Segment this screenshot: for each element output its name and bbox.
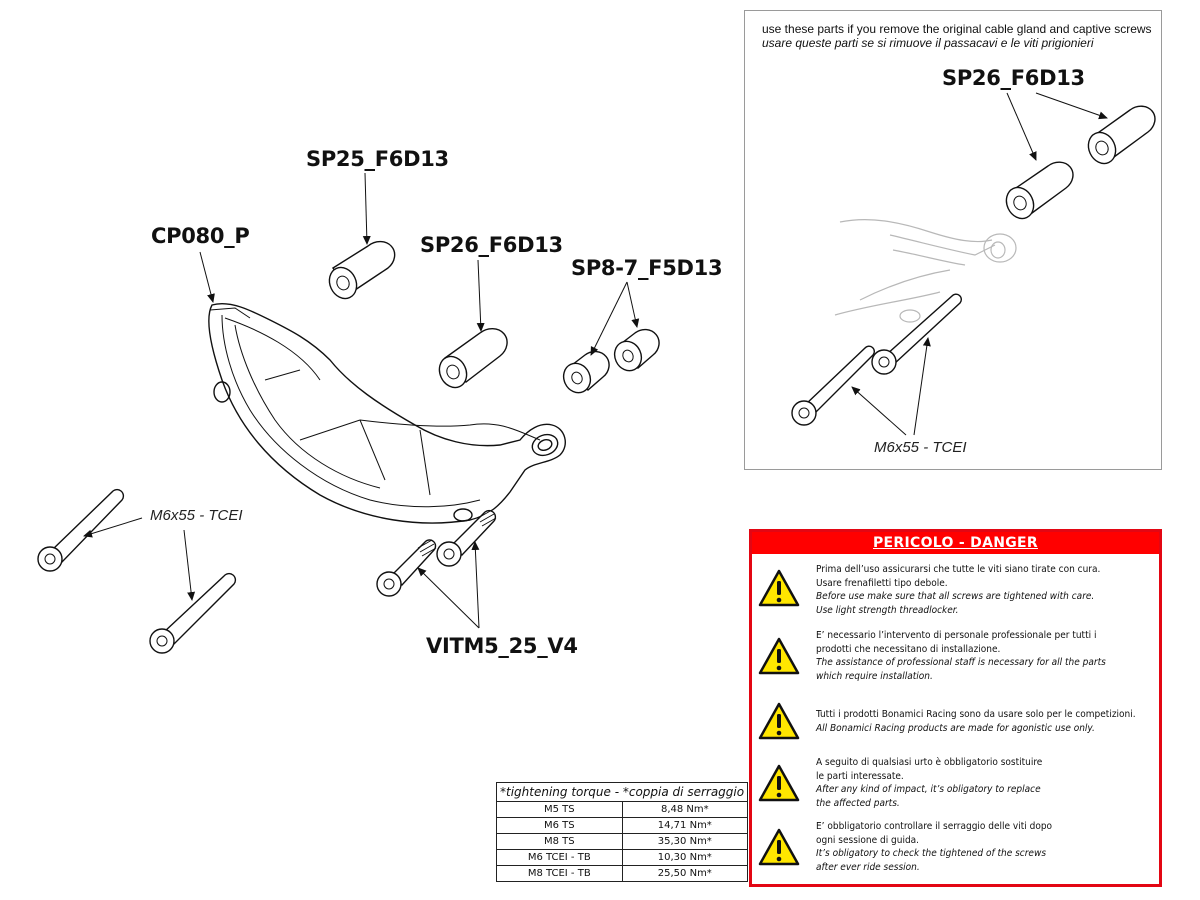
warning-it-line: Usare frenafiletti tipo debole. — [816, 577, 948, 589]
label-m6x55-tcei: M6x55 - TCEI — [150, 507, 243, 524]
warning-it-line: E’ obbligatorio controllare il serraggio… — [816, 821, 1053, 832]
torque-table: *tightening torque - *coppia di serraggi… — [495, 782, 749, 882]
warning-en-line: which require installation. — [816, 670, 933, 682]
warning-en-line: After any kind of impact, it’s obligator… — [816, 784, 1041, 795]
warning-triangle-icon — [758, 828, 800, 866]
spacer-sp8-7-drawing — [562, 328, 660, 394]
alt-label-sp26-f6d13: SP26_F6D13 — [942, 66, 1085, 90]
torque-size: M6 TS — [496, 817, 623, 834]
warning-it-line: prodotti che necessitano di installazion… — [816, 643, 1001, 655]
warning-it-line: le parti interessate. — [816, 770, 904, 782]
warning-it-line: Prima dell’uso assicurarsi che tutte le … — [816, 564, 1101, 575]
alternative-parts-box — [744, 10, 1162, 470]
alt-label-m6x55-tcei: M6x55 - TCEI — [874, 439, 967, 456]
warning-en-line: after ever ride session. — [816, 861, 920, 873]
warning-en-line: Use light strength threadlocker. — [816, 604, 959, 616]
label-cp080-p: CP080_P — [151, 224, 250, 248]
warning-text: Tutti i prodotti Bonamici Racing sono da… — [816, 708, 1136, 735]
spacer-sp26-drawing — [438, 327, 508, 389]
danger-header: PERICOLO - DANGER — [752, 532, 1159, 554]
warning-triangle-icon — [758, 702, 800, 740]
warning-en-line: Before use make sure that all screws are… — [816, 591, 1095, 602]
warning-it-line: ogni sessione di guida. — [816, 834, 920, 846]
bolts-vitm5-drawing — [376, 509, 497, 597]
warning-triangle-icon — [758, 764, 800, 802]
warning-text: E’ obbligatorio controllare il serraggio… — [816, 820, 1052, 874]
warning-text: E’ necessario l’intervento di personale … — [816, 629, 1106, 683]
label-vitm5-25-v4: VITM5_25_V4 — [426, 634, 578, 658]
torque-size: M5 TS — [496, 801, 623, 818]
warning-it-line: A seguito di qualsiasi urto è obbligator… — [816, 757, 1043, 768]
danger-panel: PERICOLO - DANGER Prima dell’uso assicur… — [749, 529, 1162, 887]
warning-en-line: All Bonamici Racing products are made fo… — [816, 722, 1095, 734]
warning-en-line: It’s obligatory to check the tightened o… — [816, 848, 1046, 859]
torque-value: 14,71 Nm* — [621, 817, 749, 834]
torque-size: M6 TCEI - TB — [496, 849, 623, 866]
label-sp26-f6d13: SP26_F6D13 — [420, 233, 563, 257]
warning-text: Prima dell’uso assicurarsi che tutte le … — [816, 563, 1100, 617]
torque-value: 35,30 Nm* — [621, 833, 749, 850]
torque-size: M8 TS — [496, 833, 623, 850]
warning-en-line: the affected parts. — [816, 797, 900, 809]
warning-it-line: E’ necessario l’intervento di personale … — [816, 630, 1097, 641]
warning-en-line: The assistance of professional staff is … — [816, 657, 1106, 668]
warning-text: A seguito di qualsiasi urto è obbligator… — [816, 756, 1042, 810]
warning-triangle-icon — [758, 569, 800, 607]
danger-title: PERICOLO - DANGER — [873, 535, 1038, 551]
torque-size: M8 TCEI - TB — [496, 865, 623, 882]
torque-value: 25,50 Nm* — [621, 865, 749, 882]
torque-value: 8,48 Nm* — [621, 801, 749, 818]
warning-triangle-icon — [758, 637, 800, 675]
alternative-parts-note: use these parts if you remove the origin… — [762, 22, 1152, 50]
torque-value: 10,30 Nm* — [621, 849, 749, 866]
torque-table-header: *tightening torque - *coppia di serraggi… — [495, 782, 749, 802]
note-english: use these parts if you remove the origin… — [762, 22, 1152, 36]
label-sp25-f6d13: SP25_F6D13 — [306, 147, 449, 171]
spacer-sp25-drawing — [328, 240, 396, 300]
note-italian: usare queste parti se si rimuove il pass… — [762, 36, 1094, 50]
warning-it-line: Tutti i prodotti Bonamici Racing sono da… — [816, 709, 1136, 720]
label-sp8-7-f5d13: SP8-7_F5D13 — [571, 256, 723, 280]
bracket-cp080-drawing — [208, 303, 566, 524]
